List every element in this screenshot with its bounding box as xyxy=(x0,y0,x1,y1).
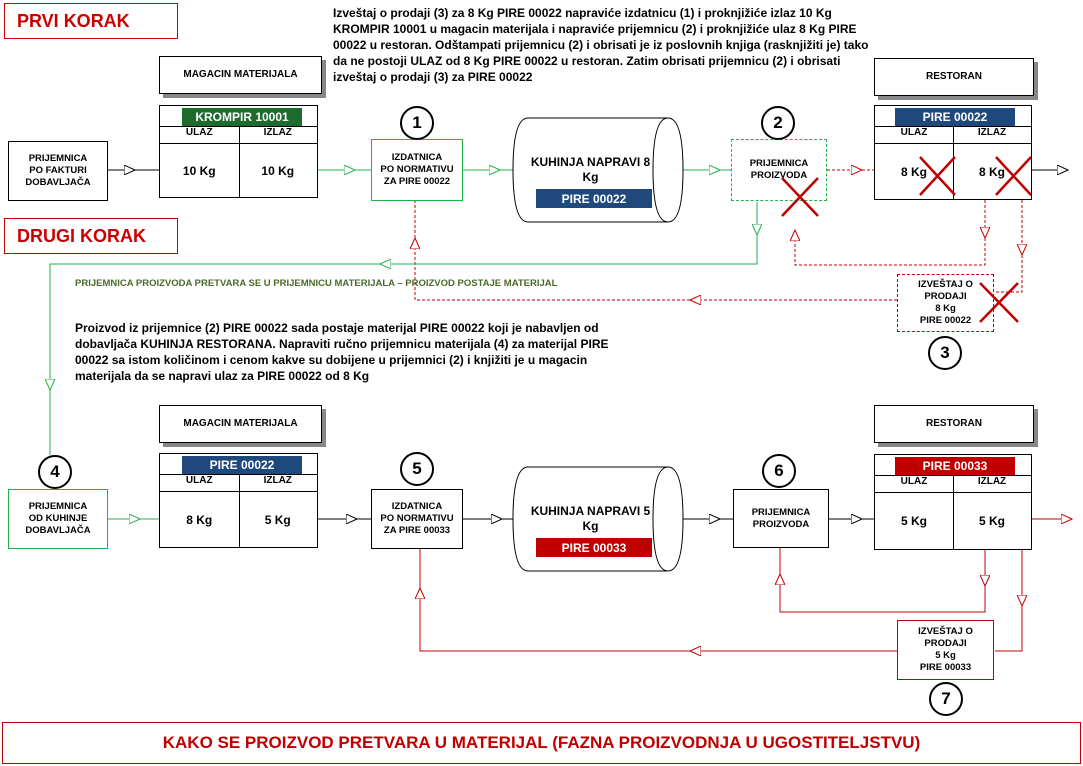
warehouse-title-2: MAGACIN MATERIJALA xyxy=(159,405,322,443)
footer-title: KAKO SE PROIZVOD PRETVARA U MATERIJAL (F… xyxy=(2,722,1081,764)
warehouse-table-2: PIRE 00022 ULAZ IZLAZ 8 Kg 5 Kg xyxy=(159,453,318,548)
warehouse-title-1: MAGACIN MATERIJALA xyxy=(159,56,322,94)
out-value: 10 Kg xyxy=(261,163,295,178)
issue-slip-2: IZDATNICA PO NORMATIVU ZA PIRE 00033 xyxy=(371,489,463,549)
in-value: 5 Kg xyxy=(900,514,927,528)
issue-slip-1: IZDATNICA PO NORMATIVU ZA PIRE 00022 xyxy=(371,139,463,201)
in-value: 8 Kg xyxy=(186,512,213,527)
out-value: 5 Kg xyxy=(978,514,1005,528)
circle-3: 3 xyxy=(928,336,962,370)
in-header: ULAZ xyxy=(185,475,213,486)
step-second-label: DRUGI KORAK xyxy=(4,218,178,254)
out-header: IZLAZ xyxy=(977,476,1007,487)
in-header: ULAZ xyxy=(185,127,213,138)
out-header: IZLAZ xyxy=(263,475,292,486)
top-description: Izveštaj o prodaji (3) za 8 Kg PIRE 0002… xyxy=(333,6,869,84)
kitchen-tag-2: PIRE 00033 xyxy=(536,538,652,557)
circle-7: 7 xyxy=(929,682,963,716)
restaurant-table-2: PIRE 00033 ULAZ IZLAZ 5 Kg 5 Kg xyxy=(874,454,1032,550)
circle-4: 4 xyxy=(38,455,72,489)
kitchen-tag-1: PIRE 00022 xyxy=(536,189,652,208)
restaurant-title-2: RESTORAN xyxy=(874,405,1034,443)
warehouse-table-1: KROMPIR 10001 ULAZ IZLAZ 10 Kg 10 Kg xyxy=(159,105,318,198)
circle-1: 1 xyxy=(400,106,434,140)
circle-5: 5 xyxy=(400,452,434,486)
middle-description: Proizvod iz prijemnice (2) PIRE 00022 sa… xyxy=(75,321,609,383)
in-value: 10 Kg xyxy=(182,163,216,178)
product-tag: PIRE 00033 xyxy=(895,457,1015,475)
step-first-label: PRVI KORAK xyxy=(4,3,178,39)
out-header: IZLAZ xyxy=(977,127,1007,138)
material-tag: KROMPIR 10001 xyxy=(182,108,302,126)
product-tag: PIRE 00022 xyxy=(895,108,1015,126)
product-receipt-1: PRIJEMNICA PROIZVODA xyxy=(731,139,827,201)
out-header: IZLAZ xyxy=(263,127,292,138)
kitchen-label-2: KUHINJA NAPRAVI 5 Kg xyxy=(530,504,651,533)
out-value: 5 Kg xyxy=(264,512,291,527)
out-value: 8 Kg xyxy=(978,164,1005,179)
sales-report-2: IZVEŠTAJ O PRODAJI 5 Kg PIRE 00033 xyxy=(897,620,994,680)
circle-6: 6 xyxy=(762,454,796,488)
in-header: ULAZ xyxy=(900,127,928,138)
conversion-label: PRIJEMNICA PROIZVODA PRETVARA SE U PRIJE… xyxy=(75,278,558,289)
restaurant-table-1: PIRE 00022 ULAZ IZLAZ 8 Kg 8 Kg xyxy=(874,105,1032,200)
material-tag: PIRE 00022 xyxy=(182,456,302,474)
kitchen-label-1: KUHINJA NAPRAVI 8 Kg xyxy=(530,155,651,184)
in-header: ULAZ xyxy=(900,476,928,487)
circle-2: 2 xyxy=(761,106,795,140)
in-value: 8 Kg xyxy=(900,164,927,179)
sales-report-1: IZVEŠTAJ O PRODAJI 8 Kg PIRE 00022 xyxy=(897,274,994,332)
supplier-invoice-receipt: PRIJEMNICA PO FAKTURI DOBAVLJAČA xyxy=(8,141,108,201)
restaurant-title-1: RESTORAN xyxy=(874,58,1034,96)
kitchen-supplier-receipt: PRIJEMNICA OD KUHINJE DOBAVLJAČA xyxy=(8,489,108,549)
product-receipt-2: PRIJEMNICA PROIZVODA xyxy=(733,489,829,548)
